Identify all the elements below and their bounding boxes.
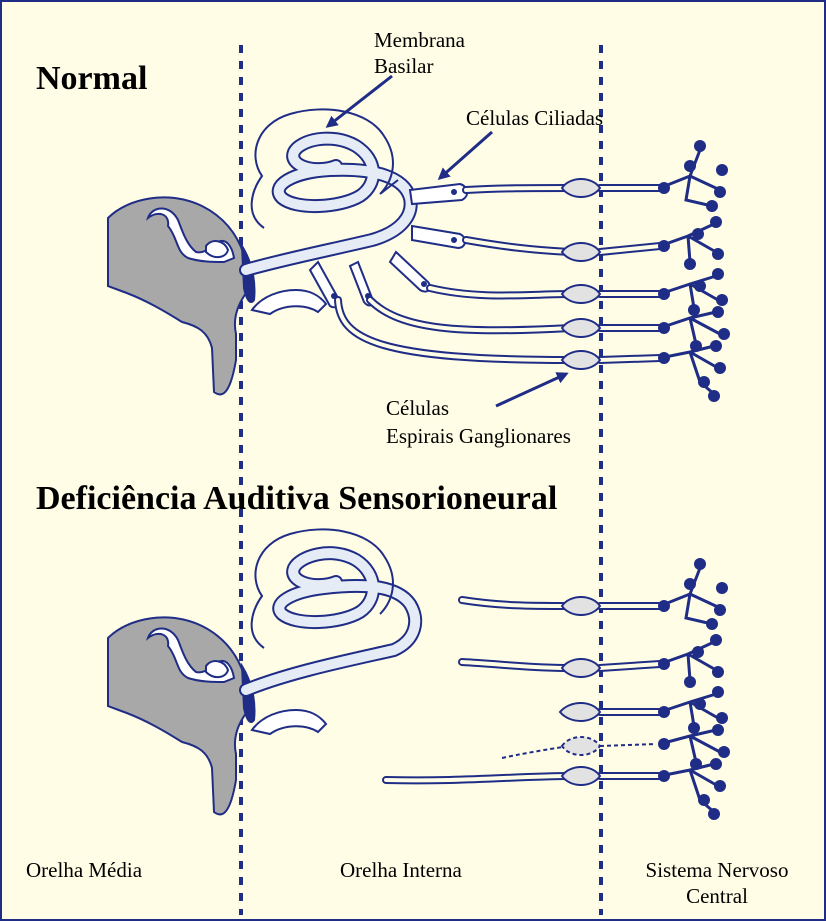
region-middle-ear: Orelha Média [26,858,142,883]
label-ganglion-cells-line1: Células [386,396,449,421]
oval-window [206,241,228,257]
cochlea-base [252,290,326,314]
region-cns-line2: Central [622,884,812,909]
normal-panel [108,76,730,406]
label-basilar-membrane-line1: Membrana [374,28,465,53]
nerve-fibers-normal [338,188,660,360]
middle-ear-structure-normal [108,197,326,394]
region-cns-line1: Sistema Nervoso [622,858,812,883]
middle-ear-structure-deficiency [108,617,326,814]
heading-deficiency: Deficiência Auditiva Sensorioneural [36,480,557,518]
label-ganglion-cells-line2: Espirais Ganglionares [386,424,571,449]
arrow-icon [496,374,566,406]
arrow-icon [440,132,492,178]
cochlea-deficiency [246,529,415,690]
cochlea-normal [246,109,411,270]
spiral-ganglion-somas-normal [562,179,600,369]
region-inner-ear: Orelha Interna [340,858,462,883]
label-hair-cells: Células Ciliadas [466,106,603,131]
heading-normal: Normal [36,60,147,98]
cns-terminals-deficiency [658,558,730,820]
label-basilar-membrane-line2: Basilar [374,54,433,79]
spiral-ganglion-somas-deficiency [560,597,600,785]
deficiency-panel [108,529,730,820]
arrow-icon [328,76,392,126]
cns-terminals-normal [658,140,730,402]
